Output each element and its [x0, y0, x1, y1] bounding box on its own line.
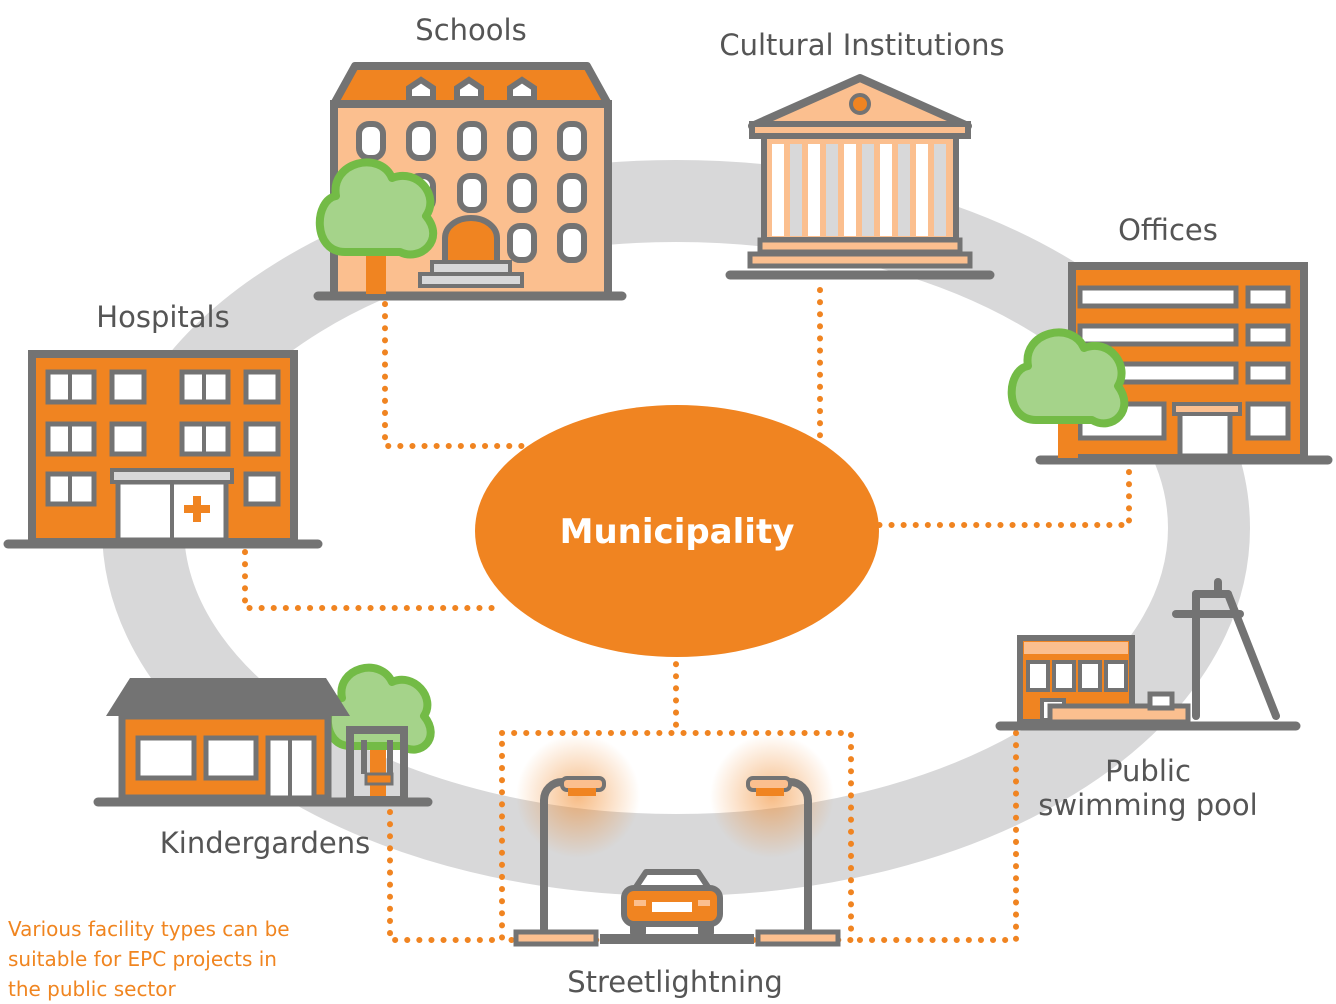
tree-icon — [1007, 328, 1129, 458]
footnote: Various facility types can be suitable f… — [8, 914, 318, 1004]
footnote-line-3: the public sector — [8, 977, 176, 1001]
streetlight-scene — [513, 734, 841, 947]
car-icon — [621, 869, 723, 936]
connectors — [242, 287, 1132, 943]
hospital-building — [3, 350, 323, 549]
tree-icon — [315, 158, 437, 294]
label-cultural-institutions: Cultural Institutions — [719, 28, 1004, 62]
pool-facility — [995, 578, 1301, 731]
museum-building — [725, 74, 995, 280]
connector-offices — [875, 469, 1132, 528]
municipality-label: Municipality — [560, 512, 795, 552]
connector-pool — [848, 730, 1019, 943]
label-pool-line1: Public — [1105, 754, 1191, 788]
label-offices: Offices — [1118, 213, 1218, 247]
footnote-line-2: suitable for EPC projects in — [8, 947, 277, 971]
label-schools: Schools — [415, 13, 526, 47]
kindergarden-building — [93, 678, 433, 807]
municipality-node — [475, 405, 879, 657]
footnote-line-1: Various facility types can be — [8, 917, 290, 941]
connector-schools — [382, 301, 533, 449]
label-hospitals: Hospitals — [96, 300, 229, 334]
label-pool-line2: swimming pool — [1038, 788, 1257, 822]
connector-hospitals — [242, 549, 503, 611]
label-streetlightning: Streetlightning — [567, 965, 783, 999]
connector-streetlight-box — [499, 730, 854, 943]
label-kindergardens: Kindergardens — [160, 826, 370, 860]
